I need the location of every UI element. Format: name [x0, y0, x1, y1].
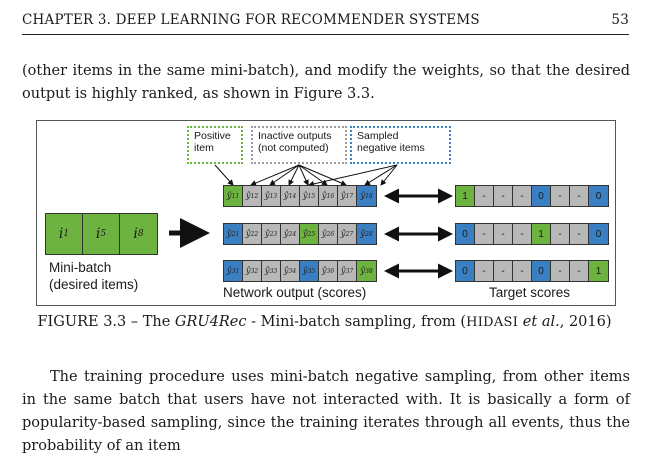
- target-cell: 1: [589, 261, 608, 281]
- mini-batch-label: Mini-batch(desired items): [49, 260, 139, 292]
- pointer-inactive-2: [269, 164, 300, 186]
- figure-caption: FIGURE 3.3 – The GRU4Rec - Mini-batch sa…: [37, 314, 612, 330]
- target-cell: -: [494, 186, 513, 206]
- inactive-outputs-label: Inactive outputs(not computed): [251, 126, 347, 164]
- page-header: CHAPTER 3. DEEP LEARNING FOR RECOMMENDER…: [22, 12, 629, 35]
- target-cell: 0: [589, 186, 608, 206]
- target-cell: -: [570, 224, 589, 244]
- pointer-negative-2: [364, 164, 398, 186]
- target-cell: -: [494, 261, 513, 281]
- target-cell: -: [570, 186, 589, 206]
- target-cell: 0: [456, 224, 475, 244]
- pointer-positive: [214, 164, 234, 186]
- target-scores-label: Target scores: [489, 285, 571, 300]
- target-cell: -: [551, 224, 570, 244]
- target-cell: -: [475, 224, 494, 244]
- target-row: 1---0--0: [455, 185, 609, 207]
- page-number: 53: [611, 12, 629, 28]
- pointer-inactive-6: [298, 164, 347, 186]
- pointer-inactive-3: [288, 164, 300, 186]
- target-cell: 0: [532, 261, 551, 281]
- pointer-inactive-4: [298, 164, 309, 186]
- target-cell: 0: [456, 261, 475, 281]
- target-cell: 1: [456, 186, 475, 206]
- target-cell: -: [494, 224, 513, 244]
- network-output-label: Network output (scores): [223, 285, 367, 300]
- paragraph-intro: (other items in the same mini-batch), an…: [22, 63, 630, 102]
- target-cell: 1: [532, 224, 551, 244]
- target-cell: -: [513, 186, 532, 206]
- target-row: 0---1--0: [455, 223, 609, 245]
- target-cell: -: [551, 261, 570, 281]
- pointer-negative-3: [380, 164, 398, 186]
- target-cell: 0: [589, 224, 608, 244]
- target-cell: -: [570, 261, 589, 281]
- target-row: 0---0--1: [455, 260, 609, 282]
- figure-arrows: [169, 164, 453, 279]
- target-cell: -: [475, 261, 494, 281]
- target-cell: -: [551, 186, 570, 206]
- pointer-negative-1: [308, 164, 398, 187]
- chapter-title: CHAPTER 3. DEEP LEARNING FOR RECOMMENDER…: [22, 12, 480, 28]
- target-cell: 0: [532, 186, 551, 206]
- pointer-inactive-1: [250, 164, 300, 186]
- target-cell: -: [475, 186, 494, 206]
- paragraph-training: The training procedure uses mini-batch n…: [22, 369, 630, 454]
- target-cell: -: [513, 261, 532, 281]
- target-cell: -: [513, 224, 532, 244]
